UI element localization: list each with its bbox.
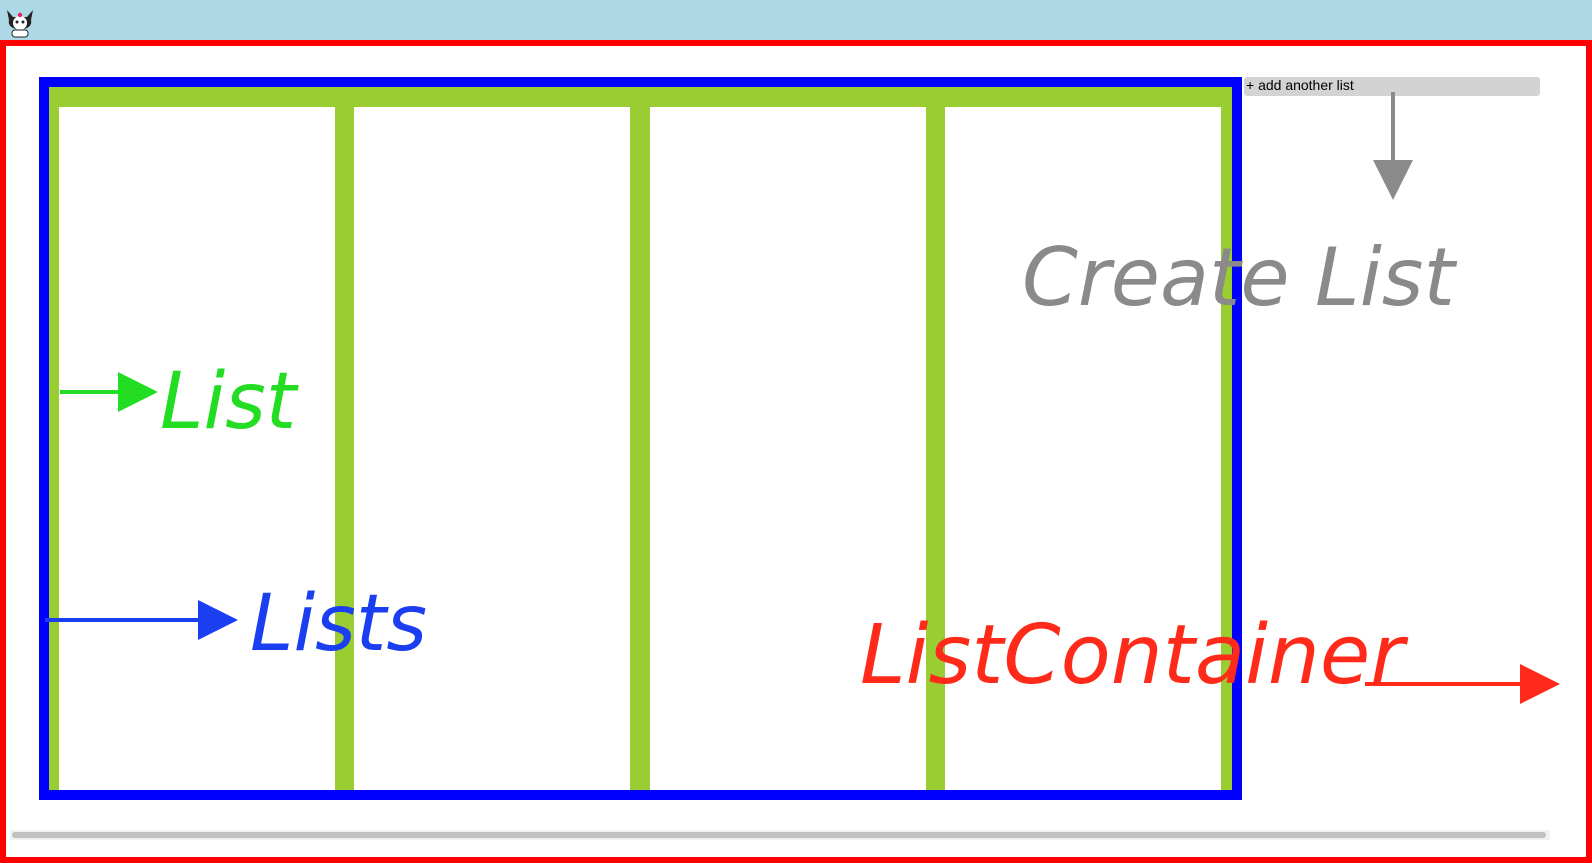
list-column-2[interactable] (354, 107, 630, 790)
horizontal-scrollbar[interactable] (10, 830, 1550, 840)
cat-mascot-icon (7, 10, 33, 38)
list-column-4[interactable] (945, 107, 1221, 790)
list-column-1[interactable] (59, 107, 335, 790)
top-header-bar (0, 0, 1592, 40)
lists (39, 77, 1242, 800)
add-another-list-button[interactable]: + add another list (1244, 77, 1540, 96)
scrollbar-thumb[interactable] (12, 832, 1546, 838)
list-column-3[interactable] (650, 107, 926, 790)
